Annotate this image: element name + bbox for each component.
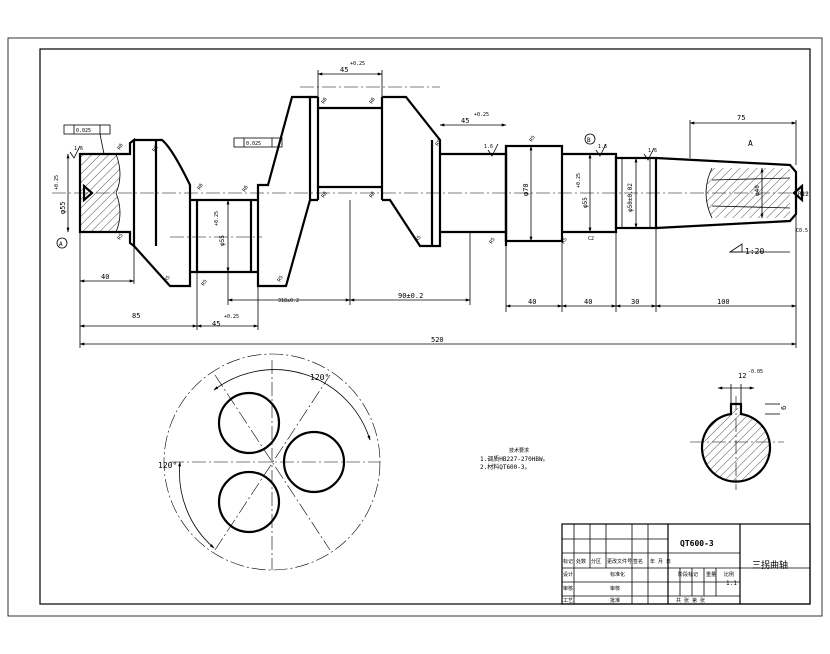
svg-text:R8: R8 (321, 97, 329, 105)
svg-text:批准: 批准 (610, 597, 620, 604)
title-material: QT600-3 (680, 539, 714, 548)
svg-text:+0.25: +0.25 (214, 211, 220, 226)
svg-text:R8: R8 (242, 185, 250, 193)
svg-text:工艺: 工艺 (563, 598, 573, 604)
dim-45-top: 45 (340, 66, 348, 74)
svg-text:R8: R8 (369, 191, 377, 199)
svg-text:+0.25: +0.25 (474, 112, 489, 118)
radius-r12: R12 (798, 191, 809, 198)
svg-text:重量: 重量 (706, 571, 716, 578)
notes-line-2: 2.材料QT600-3。 (480, 463, 531, 471)
dim-520: 520 (431, 336, 444, 344)
angle-label-left: 120° (158, 461, 177, 470)
title-part-name: 三拐曲轴 (752, 559, 788, 571)
dim-40-left: 40 (101, 273, 109, 281)
svg-text:R8: R8 (321, 191, 329, 199)
dim-dia-70: φ70 (522, 183, 530, 196)
svg-text:审核: 审核 (610, 585, 620, 592)
svg-text:R5: R5 (277, 275, 285, 283)
crank-angle-view: 120° 120° (158, 353, 381, 571)
dim-30: 30 (631, 298, 639, 306)
crankpin-circle-top (217, 391, 281, 455)
svg-text:+0.25: +0.25 (576, 173, 582, 188)
svg-text:1.6: 1.6 (484, 144, 493, 150)
main-view-dimensions: 45 +0.25 45 +0.25 75 A 40 85 45 +0.25 31… (54, 61, 809, 348)
dim-dia-50: φ50±0.02 (627, 183, 634, 212)
dim-40-a: 40 (528, 298, 536, 306)
dim-75: 75 (737, 114, 745, 122)
svg-text:1.6: 1.6 (74, 146, 83, 152)
svg-text:更改文件号: 更改文件号 (607, 558, 632, 565)
svg-text:审核: 审核 (563, 585, 573, 592)
svg-text:共 张 第 张: 共 张 第 张 (676, 597, 705, 604)
svg-text:R8: R8 (117, 143, 125, 151)
title-scale: 1:1 (726, 580, 737, 587)
inner-frame (39, 48, 811, 605)
svg-text:+0.25: +0.25 (350, 61, 365, 67)
dim-dia-40: φ40 (754, 185, 761, 196)
svg-text:比例: 比例 (724, 571, 734, 578)
dim-dia-55-left: φ55 (59, 201, 67, 214)
keyway-section-view: 12 -0.05 6 (690, 369, 788, 490)
left-shaft-hatched-section (80, 154, 120, 232)
taper-ratio: 1:20 (745, 247, 764, 256)
svg-text:+0.25: +0.25 (54, 175, 60, 190)
datum-a: A (59, 241, 63, 248)
svg-text:分区: 分区 (591, 558, 601, 565)
svg-text:R5: R5 (435, 139, 443, 147)
dim-40-b: 40 (584, 298, 592, 306)
svg-text:R8: R8 (369, 97, 377, 105)
svg-text:R5: R5 (489, 237, 497, 245)
dim-dia-55-mid: φ55 (219, 235, 226, 246)
chamfer-c2: C2 (588, 236, 594, 242)
gtol-mid-value: 0.025 (246, 141, 261, 147)
svg-text:阶段标记: 阶段标记 (678, 571, 698, 578)
svg-text:R5: R5 (201, 279, 209, 287)
svg-text:设计: 设计 (563, 571, 573, 578)
dim-85: 85 (132, 312, 140, 320)
svg-text:R5: R5 (529, 135, 537, 143)
taper-hatched-section (706, 168, 790, 218)
svg-text:R5: R5 (164, 275, 172, 283)
svg-text:1.6: 1.6 (648, 148, 657, 154)
outer-border (7, 37, 823, 617)
svg-text:签名: 签名 (633, 558, 643, 565)
svg-text:R5: R5 (117, 233, 125, 241)
svg-text:处数: 处数 (576, 558, 586, 565)
dim-318: 318±0.2 (278, 298, 299, 304)
svg-text:年 月 日: 年 月 日 (650, 558, 671, 565)
svg-text:R5: R5 (415, 235, 423, 243)
dim-90: 90±0.2 (398, 292, 423, 300)
dim-dia-55-right: φ55 (582, 197, 589, 208)
chamfer-right: C0.5 (796, 228, 808, 234)
key-width: 12 (738, 372, 746, 380)
datum-b: B (587, 137, 591, 144)
technical-notes: 技术要求 1.调质HB227-270HBW。 2.材料QT600-3。 (480, 447, 549, 471)
notes-heading: 技术要求 (509, 447, 529, 454)
crankshaft-main-view (52, 86, 808, 288)
dim-45-bottom: 45 (212, 320, 220, 328)
dim-45-right: 45 (461, 117, 469, 125)
title-block: QT600-3 三拐曲轴 1:1 标记 处数 分区 更改文件号 签名 年 月 日… (561, 523, 811, 605)
svg-text:1.6: 1.6 (598, 144, 607, 150)
svg-text:+0.25: +0.25 (224, 314, 239, 320)
svg-text:标准化: 标准化 (610, 571, 625, 578)
svg-text:-0.05: -0.05 (748, 369, 763, 375)
gtol-left-value: 0.025 (76, 128, 91, 134)
svg-text:标记: 标记 (563, 558, 573, 565)
dim-100: 100 (717, 298, 730, 306)
svg-text:R5: R5 (561, 237, 569, 245)
view-label-a: A (748, 139, 753, 148)
crankpin-circle-bottom (217, 470, 281, 534)
notes-line-1: 1.调质HB227-270HBW。 (480, 455, 549, 463)
angle-label-top: 120° (310, 373, 329, 382)
svg-text:R8: R8 (152, 145, 160, 153)
svg-text:R8: R8 (197, 183, 205, 191)
key-depth: 6 (780, 406, 788, 410)
